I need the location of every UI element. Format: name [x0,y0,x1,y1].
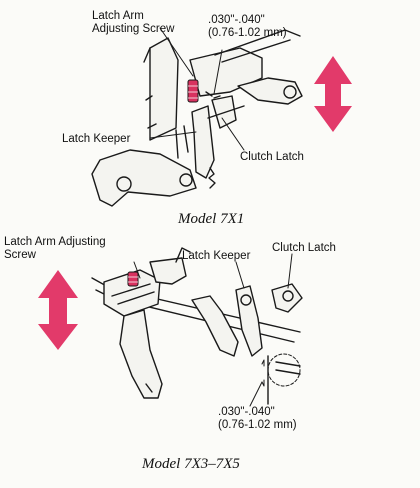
top-caption: Model 7X1 [178,211,245,227]
bottom-latch-arm-label: Latch Arm Adjusting Screw [4,236,106,262]
top-latch-arm-line1: Latch Arm [92,10,144,22]
middle-crank [191,295,239,357]
top-gap-line2: (0.76-1.02 mm) [208,27,287,39]
bottom-clutch-latch-label: Clutch Latch [272,242,336,254]
top-latch-arm-line2: Adjusting Screw [92,23,175,35]
top-gap-label: .030"-.040" (0.76-1.02 mm) [208,14,287,40]
upper-plate [149,257,187,285]
lower-lever [91,149,197,207]
frame-plate [149,37,179,141]
screw-icon [127,271,139,287]
top-latch-keeper-label: Latch Keeper [62,133,131,145]
right-arm [237,77,303,105]
gap-detail [267,355,301,405]
bottom-caption: Model 7X3–7X5 [142,456,240,472]
clutch-latch-part-bottom [271,283,303,313]
up-down-arrow-icon [314,56,352,132]
bottom-gap-line1: .030"-.040" [218,406,275,418]
top-clutch-latch-label: Clutch Latch [240,151,304,163]
up-down-arrow-icon [38,270,78,350]
bottom-gap-label: .030"-.040" (0.76-1.02 mm) [218,406,297,432]
bottom-latch-keeper-label: Latch Keeper [182,250,251,262]
top-latch-arm-label: Latch Arm Adjusting Screw [92,10,174,36]
bottom-gap-line2: (0.76-1.02 mm) [218,419,297,431]
screw-icon [187,79,199,103]
top-gap-line1: .030"-.040" [208,14,265,26]
bottom-latch-arm-line1: Latch Arm Adjusting [4,236,106,248]
hanging-lever [119,309,163,399]
spring [208,167,216,189]
bottom-latch-arm-line2: Screw [4,249,36,261]
